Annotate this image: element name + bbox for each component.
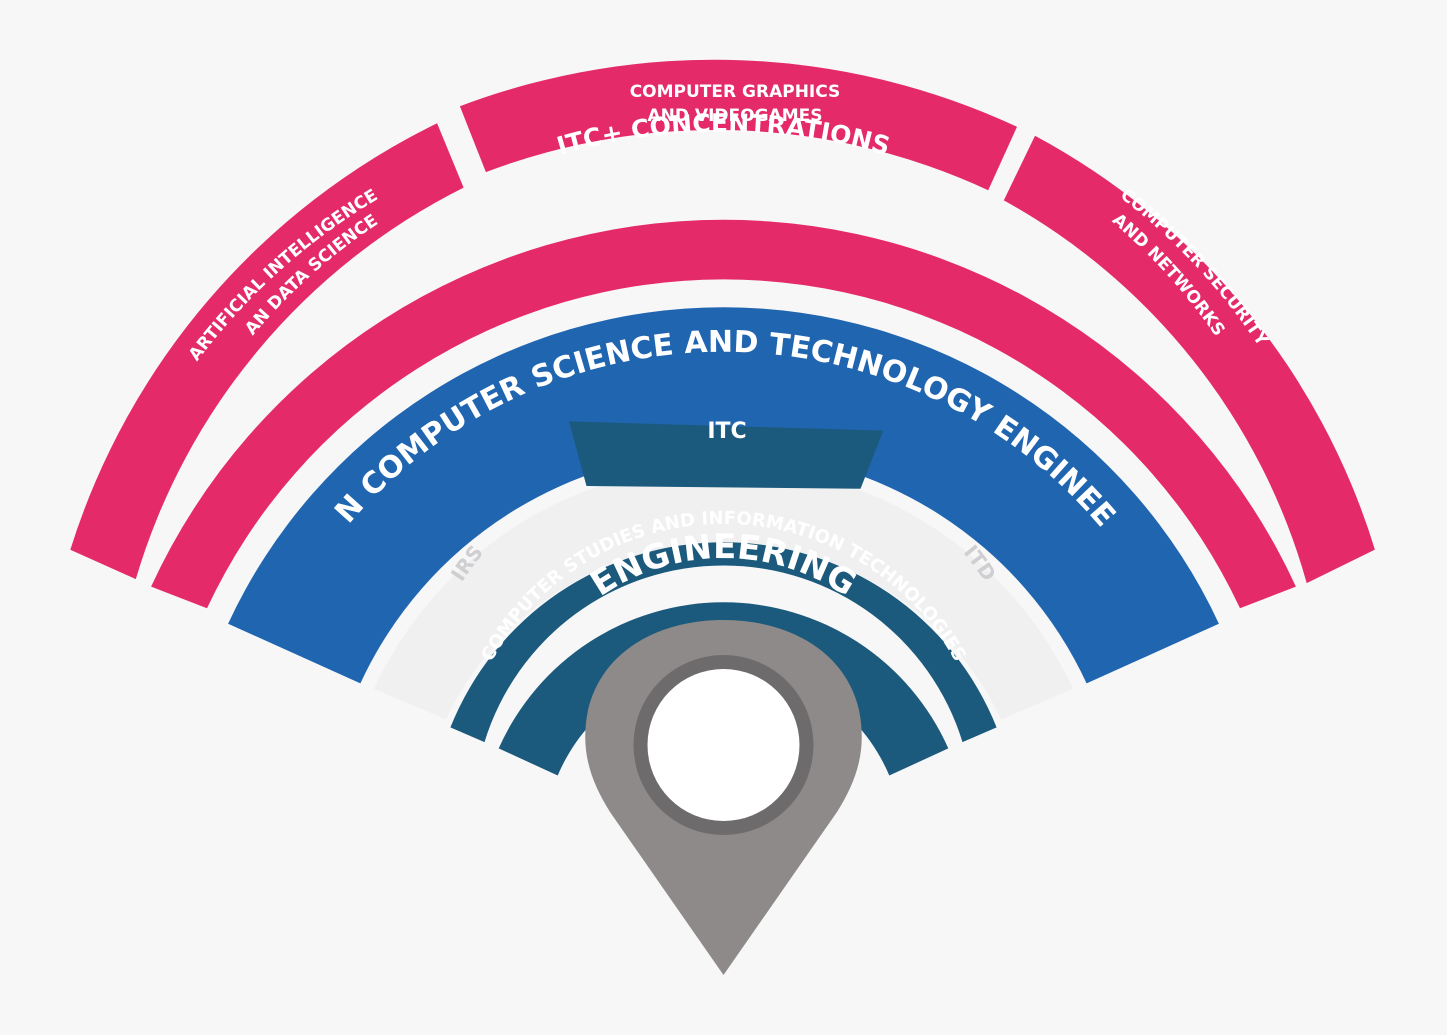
concentration-graphics-label-line1: COMPUTER GRAPHICS [630, 82, 841, 102]
map-pin-icon [585, 620, 862, 975]
concentration-graphics-segment[interactable] [459, 59, 1017, 191]
concentration-ai-segment[interactable] [70, 123, 464, 580]
itc-plus-concentrations-band[interactable] [151, 219, 1296, 609]
computer-studies-band[interactable] [450, 542, 997, 743]
concentrations-ring [70, 59, 1375, 584]
map-pin-hole [647, 669, 800, 821]
track-itc-label: ITC [707, 419, 746, 444]
engineering-band[interactable] [498, 602, 949, 776]
concentration-graphics-label-line2: AND VIDEOGAMES [648, 106, 823, 126]
bs-degree-band[interactable] [228, 307, 1219, 684]
concentration-security-segment[interactable] [1003, 135, 1375, 584]
tracks-background [374, 465, 1073, 720]
itc-track-tab[interactable] [569, 421, 884, 489]
